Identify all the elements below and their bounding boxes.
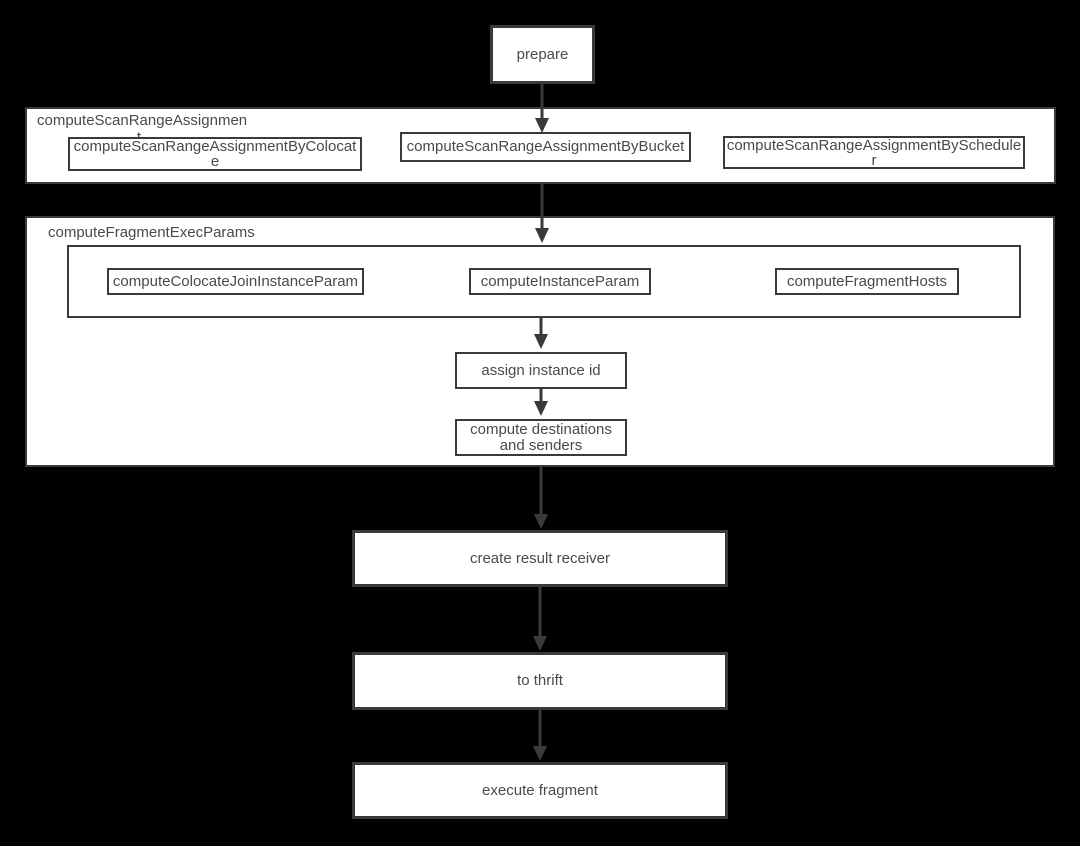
node-to-thrift: to thrift: [352, 652, 728, 710]
group-compute-scan-range-assignment: computeScanRangeAssignmen t computeScanR…: [25, 107, 1056, 184]
node-create-result-receiver: create result receiver: [352, 530, 728, 587]
node-prepare: prepare: [490, 25, 595, 84]
group-param-row: computeColocateJoinInstanceParam compute…: [67, 245, 1021, 318]
node-compute-colocate-join-instance-param: computeColocateJoinInstanceParam: [107, 268, 364, 295]
node-compute-fragment-hosts: computeFragmentHosts: [775, 268, 959, 295]
node-assign-instance-id: assign instance id: [455, 352, 627, 389]
node-compute-scan-range-assignment-by-colocate: computeScanRangeAssignmentByColocat e: [68, 137, 362, 171]
node-execute-fragment: execute fragment: [352, 762, 728, 819]
group-label-compute-fragment-exec-params: computeFragmentExecParams: [48, 224, 255, 241]
group-compute-fragment-exec-params: computeFragmentExecParams computeColocat…: [25, 216, 1055, 467]
arrow-create-result-receiver-to-to-thrift: [533, 587, 547, 651]
node-compute-scan-range-assignment-by-bucket: computeScanRangeAssignmentByBucket: [400, 132, 691, 162]
arrow-fragment-exec-group-to-create-result-receiver: [534, 467, 548, 529]
node-compute-scan-range-assignment-by-scheduler: computeScanRangeAssignmentBySchedule r: [723, 136, 1025, 169]
node-compute-destinations-and-senders: compute destinations and senders: [455, 419, 627, 456]
arrow-to-thrift-to-execute-fragment: [533, 710, 547, 761]
node-compute-instance-param: computeInstanceParam: [469, 268, 651, 295]
